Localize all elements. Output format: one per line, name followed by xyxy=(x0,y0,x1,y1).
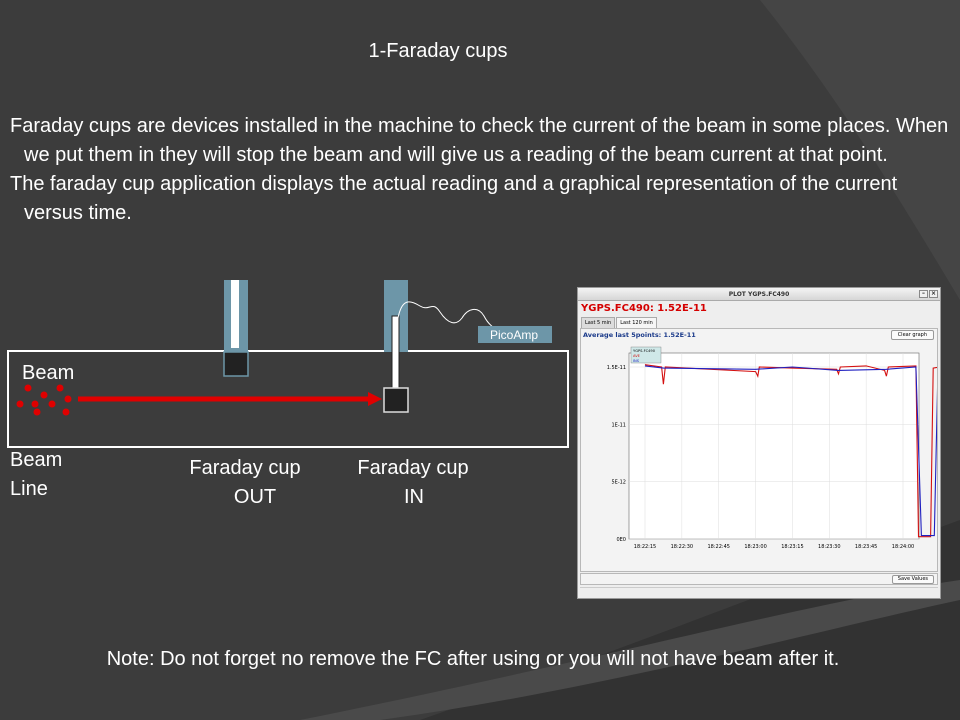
window-controls: – × xyxy=(919,290,938,298)
y-tick-label: 0E0 xyxy=(616,537,626,543)
picoamp-cable xyxy=(397,301,501,331)
y-tick-label: 5E-12 xyxy=(611,480,626,486)
y-tick-label: 1E-11 xyxy=(611,422,626,428)
clear-graph-button[interactable]: Clear graph xyxy=(890,330,934,340)
plot-panel: Average last 5points: 1.52E-11 Clear gra… xyxy=(580,328,938,572)
paragraph-app: The faraday cup application displays the… xyxy=(10,173,898,224)
close-icon[interactable]: × xyxy=(929,290,938,298)
window-titlebar: PLOT YGPS.FC490 – × xyxy=(578,288,940,301)
body-text: Faraday cups are devices installed in th… xyxy=(10,112,958,228)
picoamp-label: PicoAmp xyxy=(490,328,538,342)
minimize-icon[interactable]: – xyxy=(919,290,928,298)
plot-window: PLOT YGPS.FC490 – × YGPS.FC490: 1.52E-11… xyxy=(577,287,941,599)
legend-entry: YGPS.FC490 xyxy=(633,349,656,353)
beam-particles xyxy=(16,384,72,416)
beam-line-box xyxy=(7,350,569,448)
x-tick-label: 18:23:30 xyxy=(818,544,840,550)
plot-area xyxy=(628,352,920,540)
beam-line-label: Beam Line xyxy=(10,449,63,500)
status-bar xyxy=(580,587,938,597)
current-reading-header: YGPS.FC490: 1.52E-11 xyxy=(581,303,707,314)
x-tick-label: 18:22:30 xyxy=(671,544,693,550)
tab-last-5-min[interactable]: Last 5 min xyxy=(581,317,616,328)
legend-entry: AVE xyxy=(633,354,641,358)
time-range-tabs: Last 5 min Last 120 min xyxy=(581,317,940,328)
x-tick-label: 18:22:15 xyxy=(634,544,656,550)
y-tick-label: 1.5E-11 xyxy=(607,365,626,371)
faraday-cup-out-label: Faraday cup OUT xyxy=(189,457,301,508)
slide-title: 1-Faraday cups xyxy=(368,40,508,62)
legend-box xyxy=(630,346,662,364)
x-tick-label: 18:22:45 xyxy=(707,544,729,550)
note-text: Note: Do not forget no remove the FC aft… xyxy=(106,648,840,670)
series-line-ave xyxy=(644,365,937,537)
tab-last-120-min[interactable]: Last 120 min xyxy=(616,317,657,328)
picoamp-box xyxy=(478,326,552,343)
x-tick-label: 18:24:00 xyxy=(892,544,914,550)
bottom-bar: Save Values xyxy=(580,573,938,585)
average-readout: Average last 5points: 1.52E-11 xyxy=(583,331,696,339)
x-tick-label: 18:23:00 xyxy=(744,544,766,550)
faraday-cup-out xyxy=(223,280,249,377)
legend-entry: INS xyxy=(633,359,640,363)
current-vs-time-chart: 1.5E-11 1E-11 5E-12 0E0 18:22:15 18:22:30 18:2… xyxy=(607,346,937,550)
x-tick-label: 18:23:45 xyxy=(855,544,877,550)
beam-label: Beam xyxy=(22,362,75,384)
faraday-cup-in-label: Faraday cup IN xyxy=(357,457,469,508)
faraday-cup-in xyxy=(383,280,409,413)
beam-line-diagram: PicoAmp xyxy=(7,280,569,448)
save-values-button[interactable]: Save Values xyxy=(891,575,934,584)
window-title: PLOT YGPS.FC490 xyxy=(728,291,790,298)
paragraph-intro: Faraday cups are devices installed in th… xyxy=(10,115,949,166)
beam-arrow-head xyxy=(368,392,382,406)
x-tick-label: 18:23:15 xyxy=(781,544,803,550)
